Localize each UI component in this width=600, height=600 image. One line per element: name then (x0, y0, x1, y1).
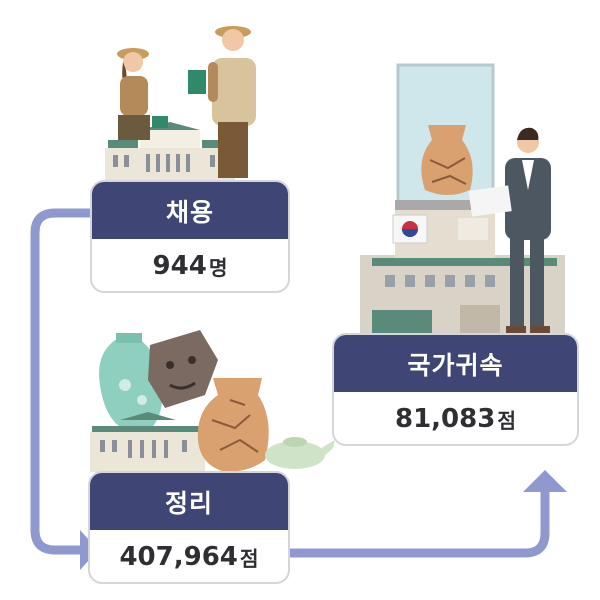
museum-building-icon (90, 412, 205, 472)
step-value: 81,083 (395, 404, 496, 434)
step-unit: 점 (497, 409, 516, 433)
arrow-recruit-to-organize (30, 208, 97, 555)
step-label: 정리 (90, 473, 288, 530)
teapot-icon (265, 437, 335, 469)
restored-jar-icon (197, 378, 269, 472)
celadon-vase-icon (99, 333, 163, 430)
step-label: 채용 (92, 182, 288, 239)
step-value-wrap: 407,964 점 (90, 530, 288, 582)
korea-emblem-icon (392, 214, 428, 244)
museum-building-icon (105, 122, 235, 184)
step-label: 국가귀속 (334, 335, 577, 392)
step-card-recruit: 채용 944 명 (90, 180, 290, 293)
arrow-head-2 (523, 470, 567, 492)
display-case-icon (395, 63, 500, 210)
step-value-wrap: 81,083 점 (334, 392, 577, 444)
step-card-national: 국가귀속 81,083 점 (332, 333, 579, 446)
curator-illustration (468, 127, 551, 334)
step-card-organize: 정리 407,964 점 (88, 471, 290, 584)
step-value: 407,964 (119, 542, 238, 572)
arrow-organize-to-national (285, 483, 550, 558)
step-unit: 점 (239, 547, 259, 571)
step-value: 944 (152, 251, 207, 281)
mask-shard-icon (148, 330, 218, 408)
step-value-wrap: 944 명 (92, 239, 288, 291)
step-unit: 명 (208, 256, 228, 280)
